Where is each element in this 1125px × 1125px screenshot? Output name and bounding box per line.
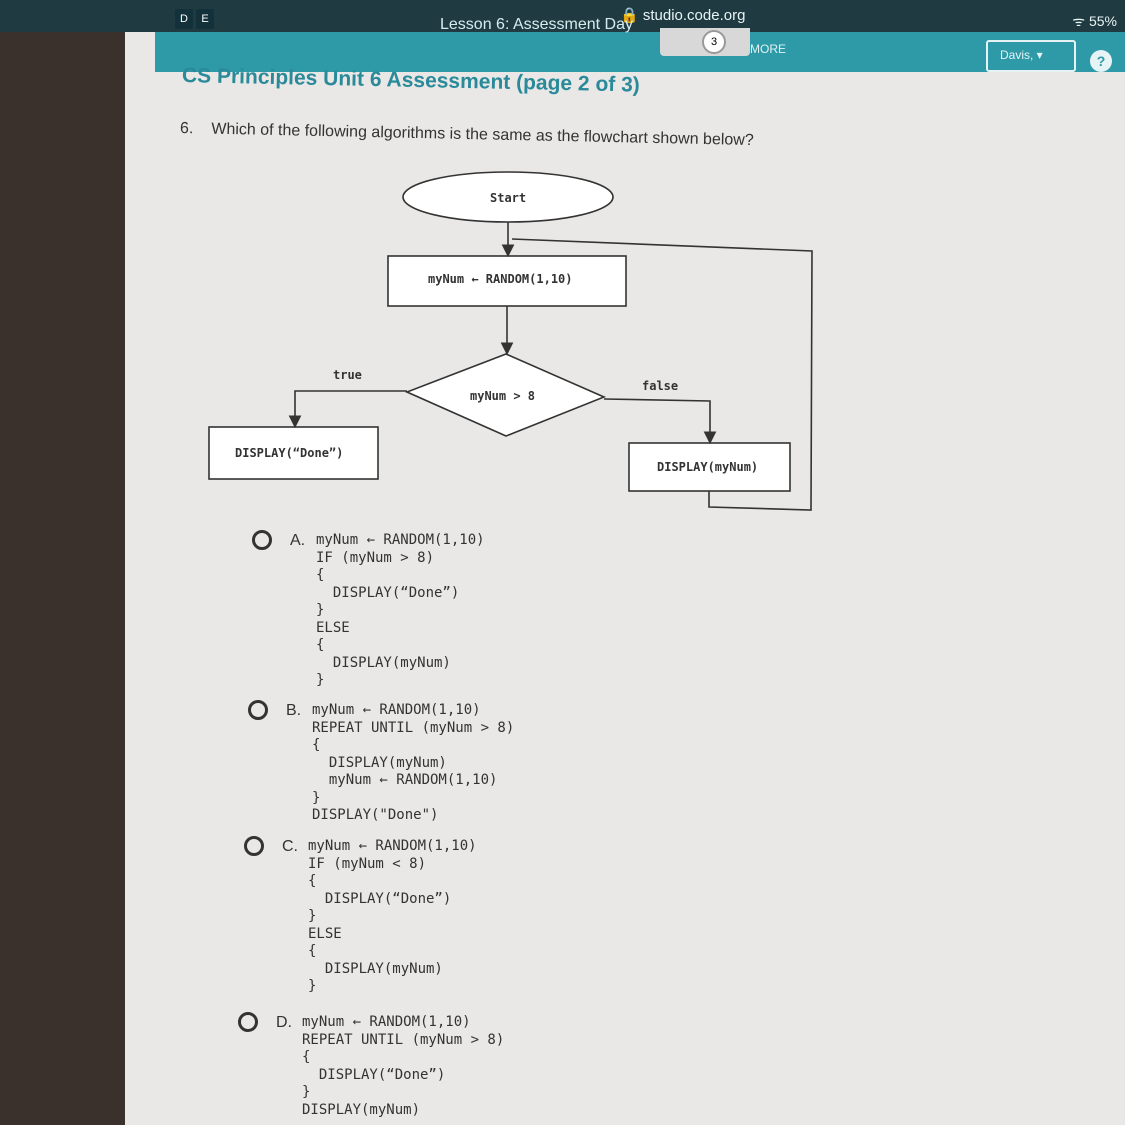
radio-b[interactable] [248,700,268,720]
user-name: Davis, [1000,48,1034,62]
code-line: DISPLAY(myNum) [308,960,443,977]
code-line: myNum ← RANDOM(1,10) [302,1014,471,1030]
code-line: DISPLAY(myNum) [302,1101,421,1118]
code-line: { [302,1049,311,1065]
code-line: { [316,567,325,583]
option-code: myNum ← RANDOM(1,10)REPEAT UNTIL (myNum … [302,1014,504,1119]
battery-indicator: ᯤ 55% [1072,13,1117,29]
assign-label: myNum ← RANDOM(1,10) [428,272,573,286]
true-box [208,426,379,480]
code-line: } [312,789,321,806]
option-code: myNum ← RANDOM(1,10)IF (myNum < 8){ DISP… [308,838,477,996]
lesson-title[interactable]: Lesson 6: Assessment Day [440,16,633,33]
code-line: DISPLAY("Done") [312,807,439,823]
decision-label: myNum > 8 [470,389,535,403]
code-line: } [308,908,317,924]
code-line: myNum ← RANDOM(1,10) [312,772,498,788]
more-link[interactable]: MORE [750,42,786,56]
code-line: } [316,602,325,618]
option-letter: B. [286,702,302,719]
lesson-header [155,32,1125,72]
false-box-label: DISPLAY(myNum) [657,460,758,474]
code-line: { [312,737,321,753]
code-line: DISPLAY(“Done”) [302,1066,446,1083]
radio-d[interactable] [238,1012,258,1032]
url-text: studio.code.org [642,7,746,24]
code-line: { [308,943,317,959]
code-line: REPEAT UNTIL (myNum > 8) [312,719,515,736]
code-line: DISPLAY(“Done”) [316,584,460,601]
option-letter: A. [290,532,306,549]
start-label: Start [490,191,526,205]
screen [125,0,1125,1125]
option-code: myNum ← RANDOM(1,10)REPEAT UNTIL (myNum … [312,702,514,825]
true-label: true [333,368,362,382]
code-line: DISPLAY(myNum) [316,654,451,671]
option-letter: C. [282,838,298,855]
option-b[interactable]: B. myNum ← RANDOM(1,10)REPEAT UNTIL (myN… [248,700,514,825]
code-line: DISPLAY(myNum) [312,754,447,771]
code-line: REPEAT UNTIL (myNum > 8) [302,1031,505,1048]
false-label: false [642,379,678,393]
code-line: myNum ← RANDOM(1,10) [312,702,481,718]
false-box [628,442,791,492]
battery-text: 55% [1088,13,1117,29]
code-line: { [316,637,325,653]
code-line: DISPLAY(“Done”) [308,890,452,907]
option-letter: D. [276,1014,292,1031]
progress-bubbles[interactable]: 3 [660,28,750,56]
option-d[interactable]: D. myNum ← RANDOM(1,10)REPEAT UNTIL (myN… [238,1012,504,1119]
badge-e: E [196,9,214,29]
decision-node [404,353,607,437]
option-a[interactable]: A. myNum ← RANDOM(1,10)IF (myNum > 8){ D… [252,530,485,690]
code-line: { [308,873,317,889]
code-line: ELSE [316,619,350,636]
url-bar[interactable]: 🔒 studio.code.org [620,7,746,24]
code-line: } [302,1084,311,1100]
code-line: myNum ← RANDOM(1,10) [316,532,485,548]
option-c[interactable]: C. myNum ← RANDOM(1,10)IF (myNum < 8){ D… [244,836,477,996]
help-icon[interactable]: ? [1090,50,1112,72]
true-box-label: DISPLAY(“Done”) [235,446,343,460]
progress-current[interactable]: 3 [702,30,726,54]
code-line: } [308,978,317,994]
code-line: IF (myNum < 8) [308,855,427,872]
code-line: ELSE [308,925,342,942]
radio-c[interactable] [244,836,264,856]
de-badges: D E [175,9,214,29]
code-line: } [316,672,325,688]
assign-node [387,255,627,307]
code-line: IF (myNum > 8) [316,549,435,566]
badge-d: D [175,9,193,29]
code-line: myNum ← RANDOM(1,10) [308,838,477,854]
option-code: myNum ← RANDOM(1,10)IF (myNum > 8){ DISP… [316,532,485,690]
radio-a[interactable] [252,530,272,550]
user-menu[interactable]: Davis, ▾ [986,40,1076,72]
